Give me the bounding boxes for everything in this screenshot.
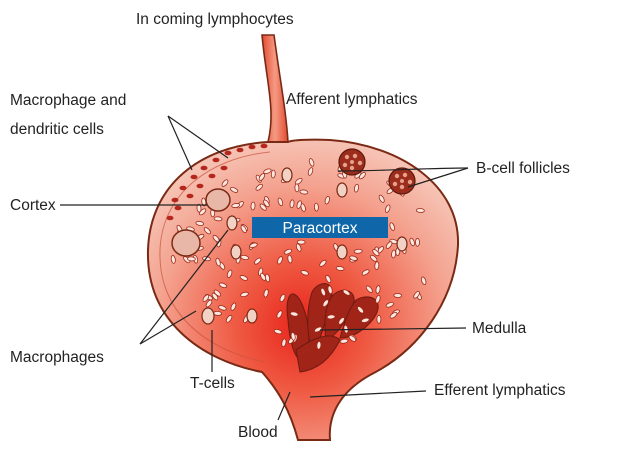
lymphocyte-cell (327, 314, 335, 319)
dendritic-cell (213, 158, 220, 163)
macrophage-dendritic-label-1: Macrophage and (10, 92, 126, 109)
lymphocyte-cell (354, 249, 362, 254)
lymphocyte-cell (391, 250, 396, 258)
lymphocyte-cell (295, 184, 299, 192)
lymphocyte-cell (187, 257, 195, 262)
paracortex-label: Paracortex (283, 220, 358, 237)
cortex-label: Cortex (10, 197, 56, 214)
lymphocyte-cell (377, 315, 381, 323)
macrophages-label: Macrophages (10, 349, 104, 366)
dendritic-cell (180, 186, 187, 191)
dendritic-cell (261, 144, 268, 149)
dendritic-cell (197, 184, 204, 189)
lymphocyte-cell (374, 262, 379, 270)
afferent-vessel (262, 35, 288, 142)
dendritic-cell (187, 194, 194, 199)
lymphocyte-cell (317, 341, 322, 349)
dendritic-cell (201, 166, 208, 171)
incoming-lymphocytes-label: In coming lymphocytes (136, 11, 294, 28)
lymphocyte-cell (416, 238, 420, 246)
afferent-lymphatics-label: Afferent lymphatics (286, 91, 418, 108)
lymphocyte-cell (251, 202, 256, 210)
bcell-follicles-label: B-cell follicles (476, 160, 570, 177)
dendritic-cell (167, 216, 174, 221)
dendritic-cell (175, 206, 182, 211)
macrophage-dendritic-label-2: dendritic cells (10, 121, 104, 138)
lymphocyte-cell (314, 203, 318, 211)
lymphocyte-cell (214, 216, 222, 221)
tcells-label: T-cells (190, 375, 235, 392)
blood-label: Blood (238, 424, 278, 441)
dendritic-cell (221, 166, 228, 171)
dendritic-cell (209, 174, 216, 179)
efferent-lymphatics-label: Efferent lymphatics (434, 382, 566, 399)
medulla-label: Medulla (472, 320, 527, 337)
dendritic-cell (172, 198, 179, 203)
dendritic-cell (237, 148, 244, 153)
lymphocyte-cell (394, 293, 402, 297)
lymphocyte-cell (213, 311, 221, 316)
dendritic-cell (249, 145, 256, 150)
dendritic-cell (225, 151, 232, 156)
lymphocyte-cell (416, 208, 424, 213)
dendritic-cell (191, 175, 198, 180)
lymphocyte-cell (271, 170, 276, 178)
